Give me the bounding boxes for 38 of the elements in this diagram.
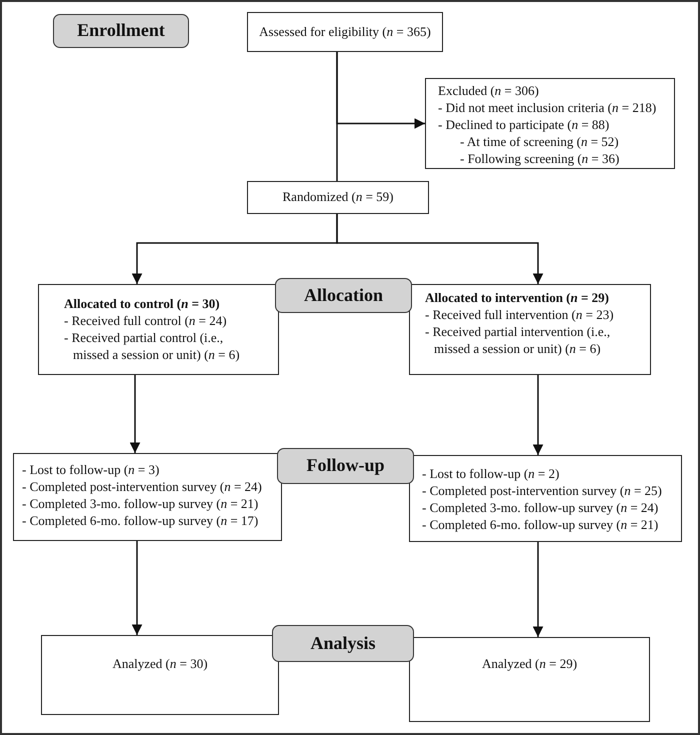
list-item: - Received partial intervention (i.e., missed a session or unit) (n = 6) — [425, 324, 612, 358]
list-item: - Completed 3-mo. follow-up survey (n = 21) — [22, 496, 260, 513]
list-item: - Declined to participate (n = 88) — [438, 116, 610, 134]
list-item: Excluded (n = 306) — [438, 83, 540, 100]
box-heading: Allocated to intervention (n = 29) — [425, 290, 610, 307]
list-item: - Completed 6-mo. follow-up survey (n = 21) — [422, 516, 660, 534]
arrow — [532, 542, 544, 637]
list-item: - Did not meet inclusion criteria (n = 218) — [438, 100, 658, 117]
process-box — [38, 284, 279, 375]
list-item: - Completed post-intervention survey (n = 25) — [422, 482, 663, 500]
process-box: Assessed for eligibility (n = 365) — [247, 12, 443, 52]
process-box: Analyzed (n = 30) — [41, 635, 279, 715]
arrow — [532, 375, 544, 455]
list-item: - Received full control (n = 24) — [64, 312, 228, 330]
list-item: - Completed post-intervention survey (n = 24) — [22, 478, 263, 496]
process-box: Randomized (n = 59) — [247, 181, 429, 214]
process-box — [409, 455, 682, 542]
list-item: - Received full intervention (n = 23) — [425, 306, 615, 324]
stage-label: Enrollment — [53, 14, 189, 48]
list-item: - Following screening (n = 36) — [460, 150, 620, 168]
list-item: - At time of screening (n = 52) — [460, 134, 620, 151]
arrow — [132, 541, 142, 635]
list-item: - Completed 6-mo. follow-up survey (n = 17) — [22, 512, 260, 530]
stage-label: Follow-up — [277, 448, 414, 484]
list-item: - Completed 3-mo. follow-up survey (n = 24) — [422, 500, 660, 517]
box-heading: Allocated to control (n = 30) — [64, 296, 221, 313]
process-box — [409, 284, 651, 375]
arrow — [336, 214, 544, 284]
arrow — [130, 375, 140, 453]
process-box — [425, 78, 675, 169]
process-box — [13, 453, 282, 541]
list-item: - Lost to follow-up (n = 3) — [22, 462, 160, 479]
list-item: - Lost to follow-up (n = 2) — [422, 466, 560, 483]
stage-label: Analysis — [272, 625, 414, 662]
stage-label: Allocation — [275, 278, 412, 313]
process-box: Analyzed (n = 29) — [409, 637, 650, 722]
list-item: - Received partial control (i.e., missed a session or unit) (n = 6) — [64, 330, 241, 364]
arrow — [336, 52, 425, 129]
